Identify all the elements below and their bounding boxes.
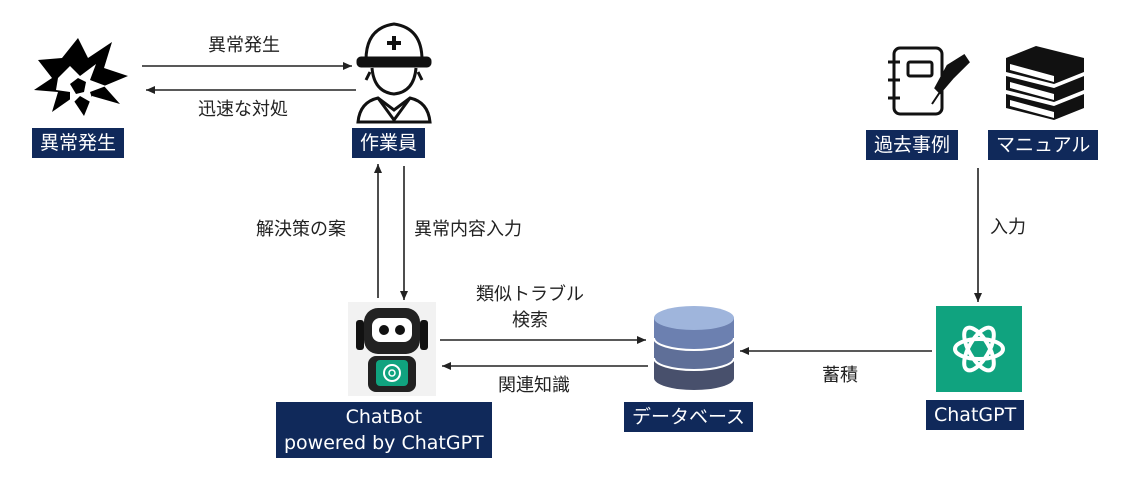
node-label-incident: 異常発生 [32,128,125,158]
robot-icon [348,302,436,396]
edge-label-chatbot-to-database-line1: 類似トラブル [476,284,584,305]
node-label-past-cases: 過去事例 [866,130,959,160]
explosion-icon [34,38,128,116]
node-label-manual: マニュアル [988,130,1099,160]
edge-label-chatbot-to-worker: 解決策の案 [256,219,346,240]
node-label-worker: 作業員 [352,128,426,158]
edge-label-chatbot-to-database: 類似トラブル 検索 [476,282,584,334]
edge-label-chatgpt-to-database: 蓄積 [822,365,858,386]
node-label-chatgpt: ChatGPT [926,400,1025,430]
node-label-database: データベース [624,402,754,432]
edge-label-worker-to-chatbot: 異常内容入力 [414,219,522,240]
database-icon [653,306,735,390]
node-label-chatbot: ChatBot powered by ChatGPT [276,402,492,458]
edge-label-incident-to-worker: 異常発生 [208,35,280,56]
edge-label-sources-to-chatgpt: 入力 [990,217,1026,238]
chatgpt-logo-icon [936,306,1022,392]
edge-label-worker-to-incident: 迅速な対処 [198,99,288,120]
construction-worker-icon [356,22,432,124]
edge-label-chatbot-to-database-line2: 検索 [512,310,548,331]
notebook-pen-icon [888,46,970,116]
stacked-books-icon [1006,46,1084,120]
edge-label-database-to-chatbot: 関連知識 [498,375,570,396]
node-label-chatbot-line2: powered by ChatGPT [284,432,484,454]
node-label-chatbot-line1: ChatBot [345,406,423,428]
